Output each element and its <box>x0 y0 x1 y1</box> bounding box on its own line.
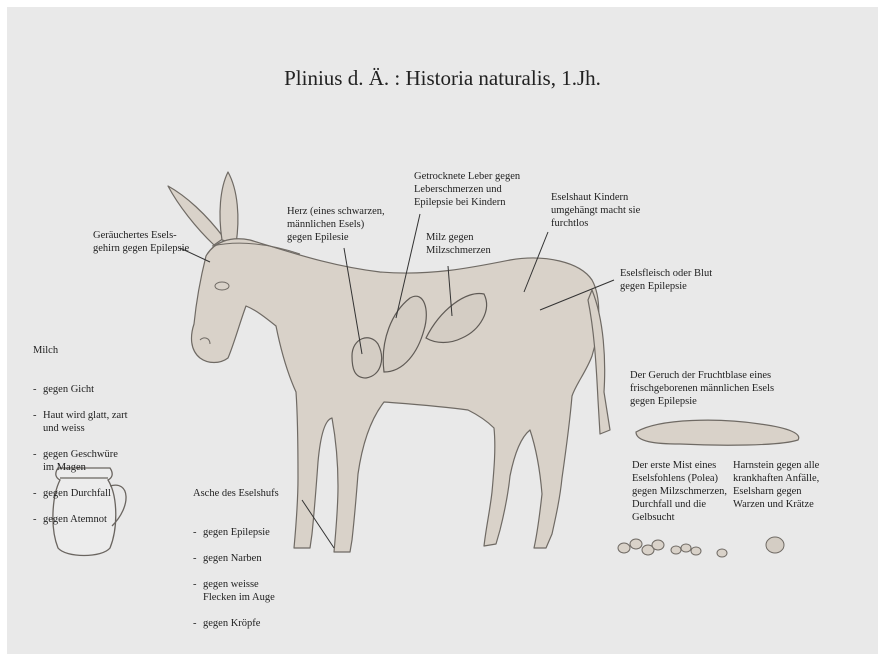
label-spleen: Milz gegen Milzschmerzen <box>426 231 491 257</box>
label-hide: Eselshaut Kindern umgehängt macht sie fu… <box>551 191 640 230</box>
heart-organ <box>352 338 382 378</box>
donkey-ear-right <box>220 172 238 244</box>
label-urine-stone: Harnstein gegen alle krankhaften Anfälle… <box>733 459 819 511</box>
donkey-tail <box>588 290 610 434</box>
hoof-heading: Asche des Eselshufs <box>193 487 279 500</box>
label-afterbirth: Der Geruch der Fruchtblase eines frischg… <box>630 369 774 408</box>
hoof-item: gegen Epilepsie <box>193 526 279 539</box>
milk-item: gegen Geschwüre im Magen <box>33 448 128 474</box>
label-meat: Eselsfleisch oder Blut gegen Epilepsie <box>620 267 712 293</box>
milk-item: gegen Gicht <box>33 383 128 396</box>
hoof-item: gegen Narben <box>193 552 279 565</box>
milk-item: Haut wird glatt, zart und weiss <box>33 409 128 435</box>
hoof-list: Asche des Eselshufs gegen Epilepsie gege… <box>193 474 279 656</box>
milk-heading: Milch <box>33 344 128 357</box>
diagram-title: Plinius d. Ä. : Historia naturalis, 1.Jh… <box>0 66 885 91</box>
label-foal-dung: Der erste Mist eines Eselsfohlens (Polea… <box>632 459 727 524</box>
afterbirth-drawing <box>636 420 799 445</box>
label-liver: Getrocknete Leber gegen Leberschmerzen u… <box>414 170 520 209</box>
label-heart: Herz (eines schwarzen, männlichen Esels)… <box>287 205 385 244</box>
milk-item: gegen Durchfall <box>33 487 128 500</box>
hoof-item: gegen weisse Flecken im Auge <box>193 578 279 604</box>
hoof-item: gegen Kröpfe <box>193 617 279 630</box>
label-brain: Geräuchertes Esels- gehirn gegen Epileps… <box>93 229 189 255</box>
milk-item: gegen Atemnot <box>33 513 128 526</box>
milk-list: Milch gegen Gicht Haut wird glatt, zart … <box>33 331 128 552</box>
urine-stone-drawing <box>766 537 784 553</box>
